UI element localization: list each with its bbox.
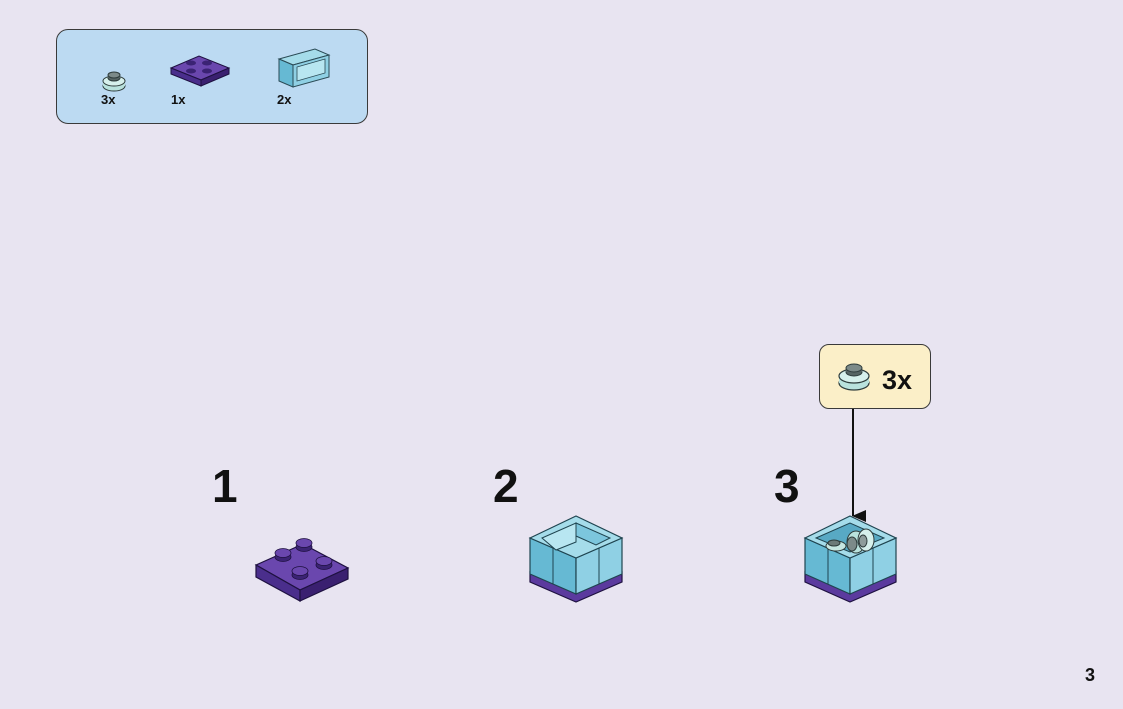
page-number: 3: [1084, 665, 1095, 685]
step-3-assembly: [803, 515, 898, 603]
step-1-plate-2x2: [254, 538, 350, 603]
parts-list-item-round-plate: 3x: [97, 30, 137, 125]
parts-list-item-plate-2x2: 1x: [169, 30, 239, 125]
step-3-callout: 3x: [819, 344, 931, 409]
part-qty: 1x: [171, 92, 186, 107]
panel-icon: [277, 48, 331, 88]
round-plate-icon: [102, 71, 126, 92]
step-2-assembly: [528, 515, 624, 603]
step-number-2: 2: [493, 460, 519, 512]
part-qty: 2x: [277, 92, 292, 107]
callout-qty: 3x: [882, 365, 913, 395]
step-number-1: 1: [212, 460, 238, 512]
round-plate-stack: [825, 528, 875, 554]
plate-2x2-icon: [169, 55, 231, 87]
round-plate-icon: [838, 363, 870, 391]
parts-list-item-panel: 2x: [275, 30, 345, 125]
part-qty: 3x: [101, 92, 116, 107]
parts-list-box: 3x 1x 2x: [56, 29, 368, 124]
step-number-3: 3: [774, 460, 800, 512]
